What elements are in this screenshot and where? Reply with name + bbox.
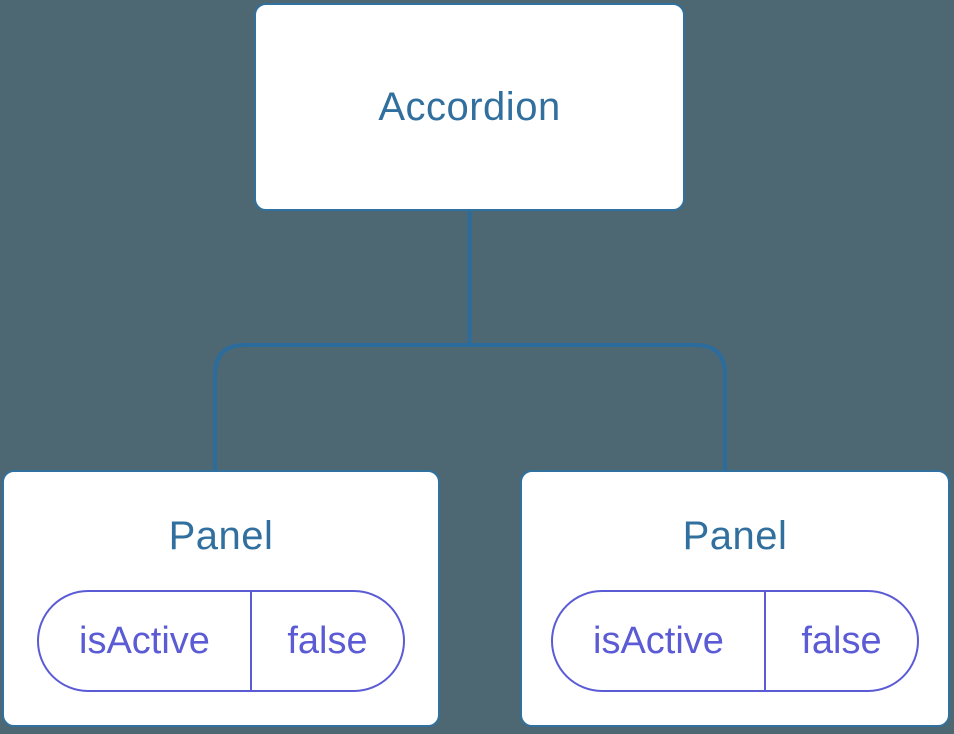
prop-value-false: false [801, 619, 882, 662]
panel-right-prop-pill: isActive false [551, 590, 919, 692]
prop-value-false: false [287, 619, 368, 662]
panel-left-prop-pill: isActive false [37, 590, 405, 692]
prop-name-isactive: isActive [39, 592, 252, 690]
panel-left-label: Panel [168, 514, 274, 558]
node-accordion: Accordion [254, 3, 685, 211]
accordion-label: Accordion [378, 84, 561, 129]
connector-bracket [213, 343, 727, 472]
node-panel-left: Panel isActive false [2, 470, 440, 727]
prop-name-isactive: isActive [553, 592, 766, 690]
panel-right-label: Panel [682, 514, 788, 558]
node-panel-right: Panel isActive false [520, 470, 950, 727]
